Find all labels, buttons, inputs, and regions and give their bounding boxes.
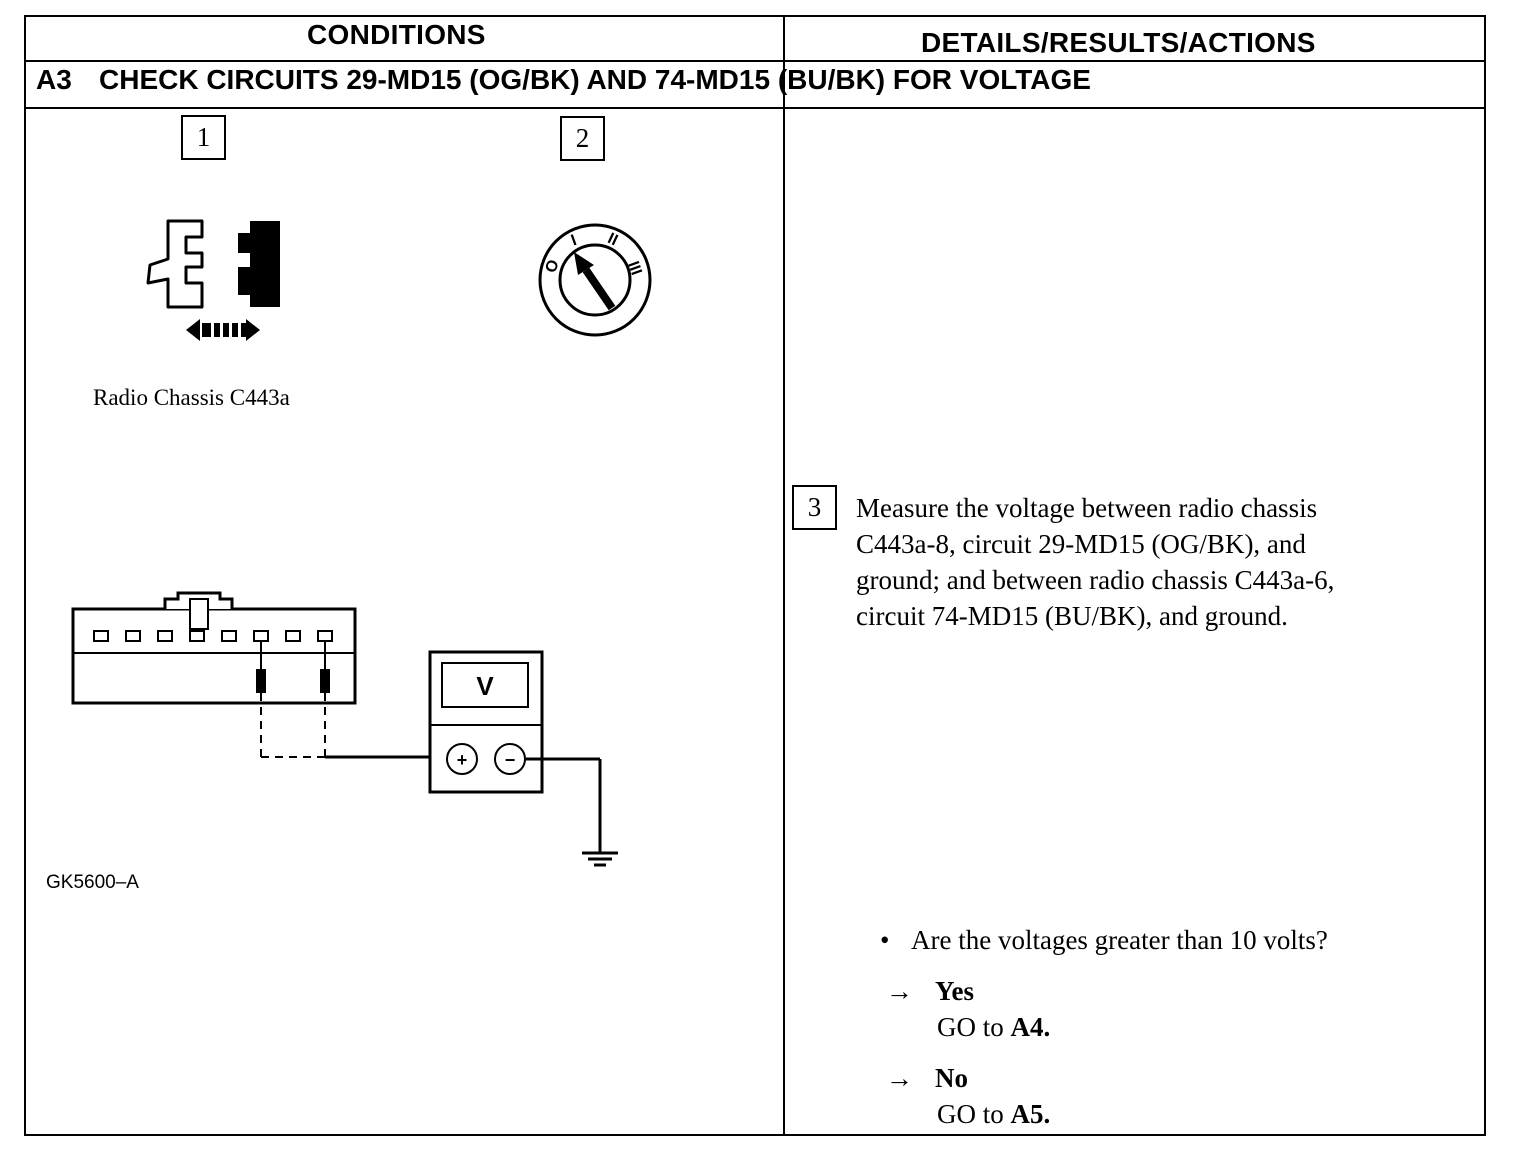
column-divider [783,17,785,1134]
meter-symbol: V [476,671,494,701]
no-label: No [935,1063,968,1093]
meter-plus-terminal [446,743,478,775]
yes-arrow-icon: → [886,976,913,1006]
instruction-line: ground; and between radio chassis C443a-… [856,565,1335,595]
radio-connector-body [71,607,357,705]
connector-caption: Radio Chassis C443a [93,385,290,410]
test-id: A3 [36,64,72,95]
ignition-iii-label: III [624,259,645,277]
yes-label: Yes [935,976,974,1006]
no-target: A5. [1010,1099,1051,1129]
ignition-off-label: O [542,258,562,276]
ignition-i-label: I [569,232,579,249]
instruction-line: Measure the voltage between radio chassi… [856,493,1318,523]
question-text: Are the voltages greater than 10 volts? [911,925,1328,955]
step-3-instruction: Measure the voltage between radio chassi… [856,490,1456,634]
conditions-header: CONDITIONS [307,19,486,50]
diagnostic-table [24,15,1486,1136]
yes-target: A4. [1010,1012,1051,1042]
voltmeter-wiring-diagram: V + − [71,591,618,867]
header-divider [26,60,1484,62]
instruction-line: C443a-8, circuit 29-MD15 (OG/BK), and [856,529,1306,559]
ignition-switch-icon: O I II III [538,223,652,337]
meter-minus-label: − [505,750,516,770]
instruction-line: circuit 74-MD15 (BU/BK), and ground. [856,601,1288,631]
title-divider [26,107,1484,109]
voltmeter-display [441,662,529,708]
yes-go-to: GO to [937,1012,1004,1042]
yes-action: GO to A4. [937,1009,1050,1045]
question-bullet: • [880,925,890,955]
figure-id: GK5600–A [46,872,139,893]
step-3-box: 3 [792,485,837,530]
no-action: GO to A5. [937,1096,1050,1132]
no-arrow-icon: → [886,1063,913,1093]
disconnect-connector-icon [146,219,280,341]
test-title: CHECK CIRCUITS 29-MD15 (OG/BK) AND 74-MD… [99,64,1091,95]
step-2-box: 2 [560,116,605,161]
no-go-to: GO to [937,1099,1004,1129]
meter-plus-label: + [457,750,468,770]
details-header: DETAILS/RESULTS/ACTIONS [921,27,1316,58]
step-1-box: 1 [181,115,226,160]
